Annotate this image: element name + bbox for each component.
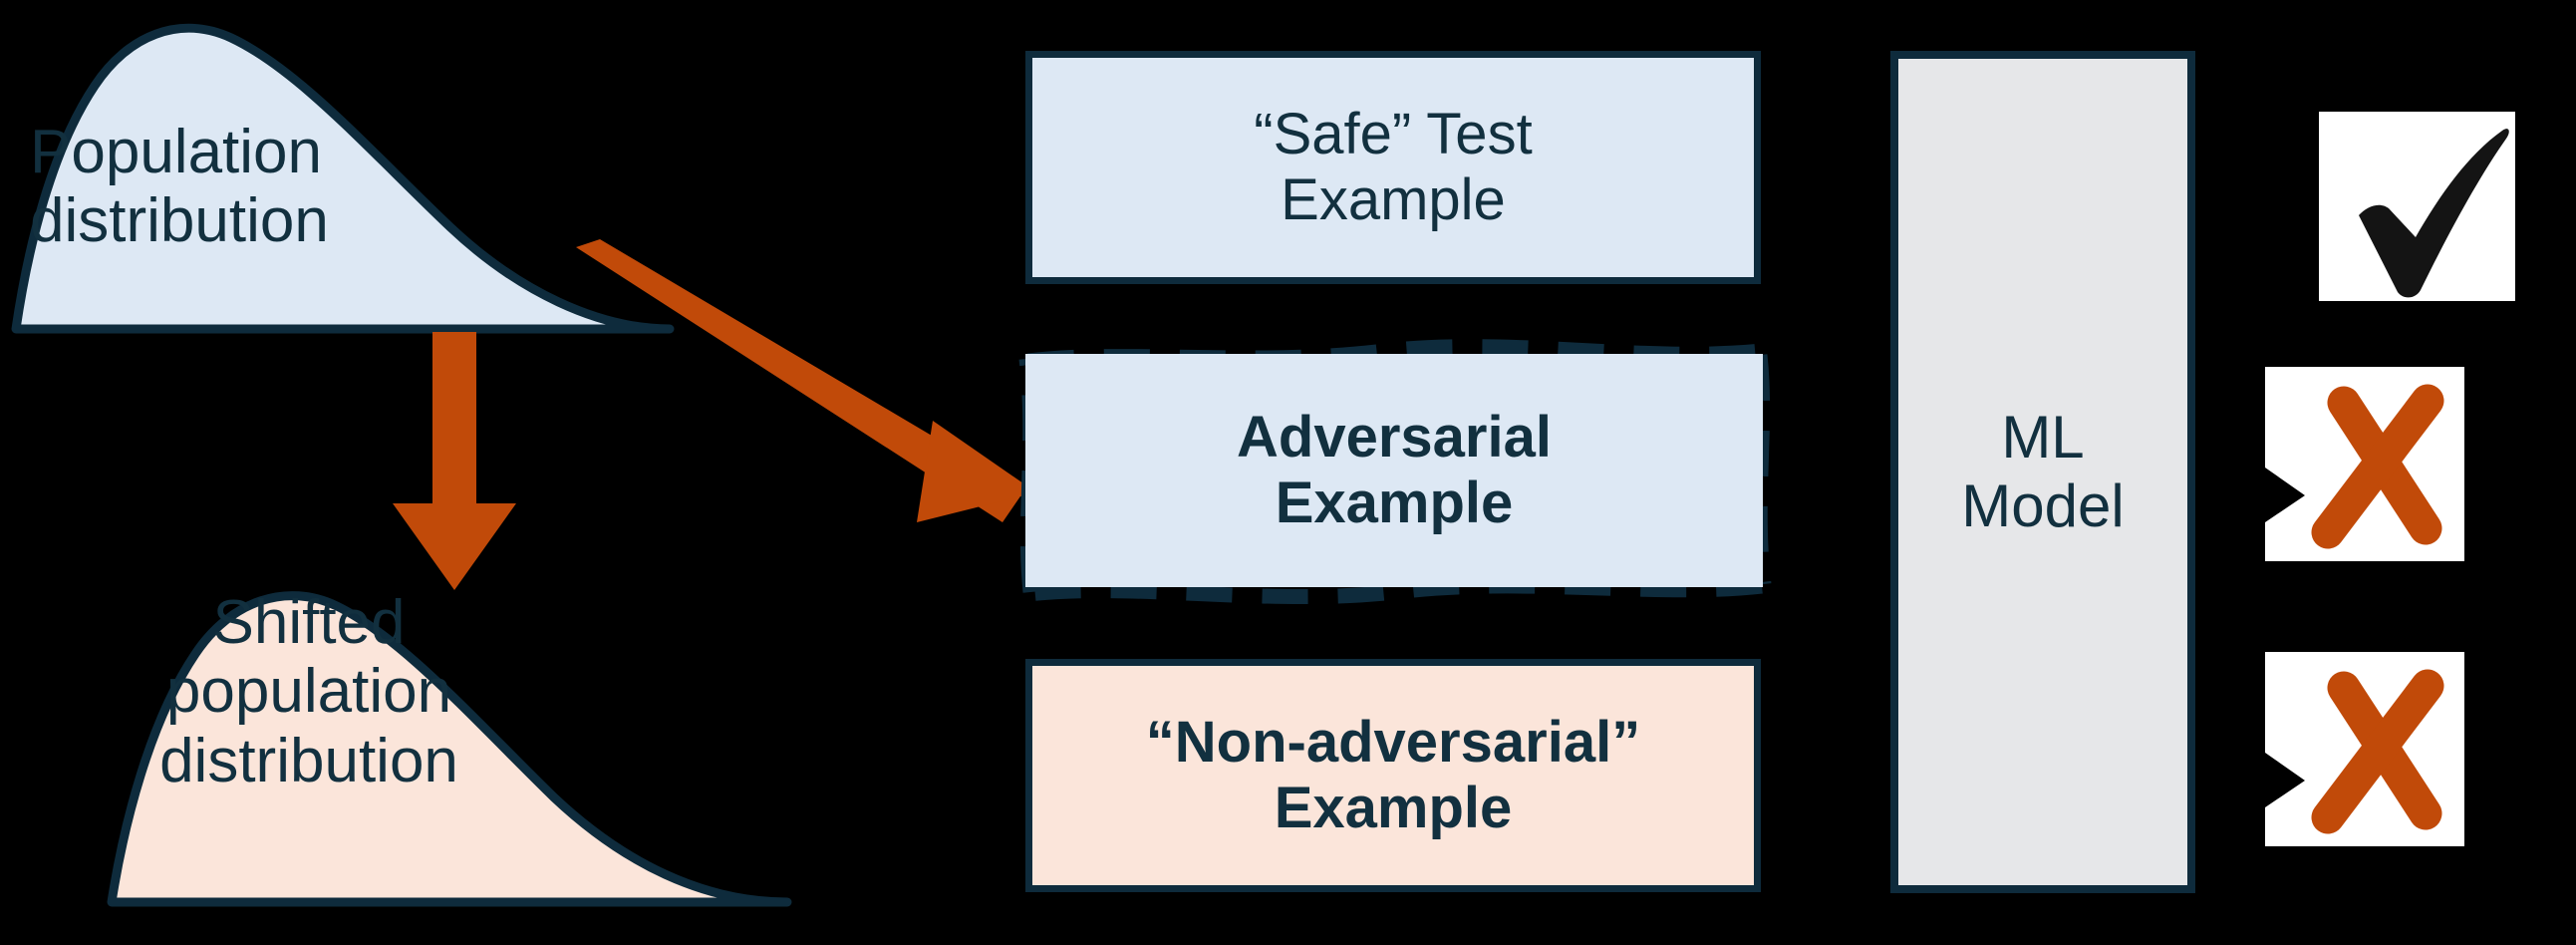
non-adversarial-example-label: “Non-adversarial” Example	[1145, 709, 1641, 840]
cross-icon	[2311, 384, 2444, 549]
result-checkmark-card	[2319, 112, 2515, 301]
checkmark-icon	[2359, 129, 2509, 298]
adversarial-example-box[interactable]: Adversarial Example	[1025, 354, 1763, 587]
ml-model-label: ML Model	[1961, 404, 2125, 539]
shifted-population-distribution-shape	[107, 591, 792, 907]
result-cross-card-1	[2265, 367, 2464, 561]
safe-test-example-box[interactable]: “Safe” Test Example	[1025, 51, 1761, 284]
non-adversarial-example-box[interactable]: “Non-adversarial” Example	[1025, 659, 1761, 892]
result-cross-card-2	[2265, 652, 2464, 846]
adversarial-example-label: Adversarial Example	[1237, 404, 1552, 535]
ml-model-box[interactable]: ML Model	[1890, 51, 2195, 893]
cross-icon	[2311, 669, 2444, 834]
safe-test-example-label: “Safe” Test Example	[1254, 101, 1533, 232]
perturbation-arrow	[576, 239, 1036, 522]
shift-arrow	[393, 332, 516, 590]
population-distribution-shape	[11, 23, 675, 334]
